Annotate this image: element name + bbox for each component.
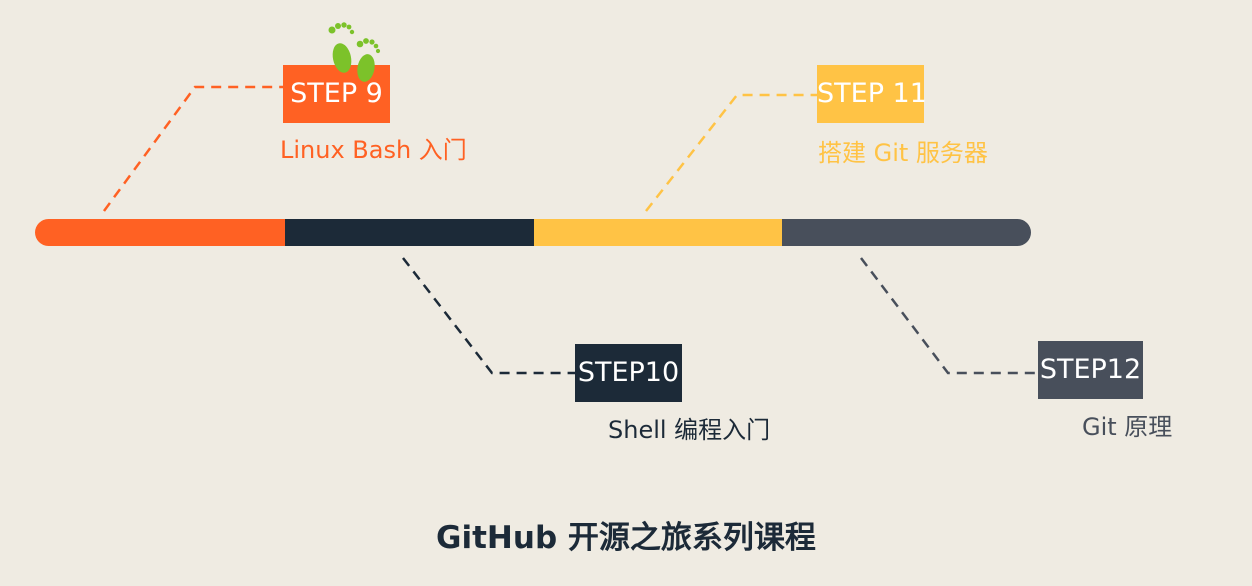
step12-caption: Git 原理 [1082,413,1173,441]
step12-connector [860,257,1038,375]
step11-connector [645,93,817,212]
step10-box: STEP10 [575,344,682,402]
step11-box: STEP 11 [817,65,927,123]
page-title: GitHub 开源之旅系列课程 [436,520,816,556]
step12-box: STEP12 [1038,341,1143,399]
timeline-segment-step12 [782,219,1031,246]
timeline-segment-step11 [534,219,782,246]
footprints-icon [328,22,381,82]
timeline-segment-step9 [35,219,285,246]
step9-connector [102,85,283,212]
step10-caption: Shell 编程入门 [608,416,771,444]
step9-caption: Linux Bash 入门 [280,136,467,164]
step10-connector [402,257,575,375]
timeline-segment-step10 [285,219,534,246]
timeline-bar [35,219,1031,246]
step11-caption: 搭建 Git 服务器 [818,139,988,167]
